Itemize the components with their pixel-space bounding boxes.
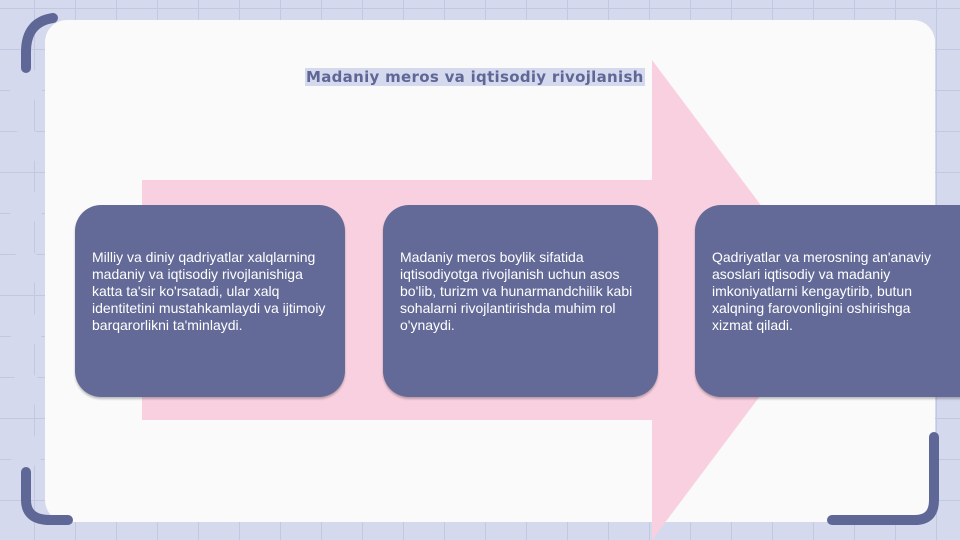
info-box-3: Qadriyatlar va merosning an'anaviy asosl… [695,205,960,397]
corner-bracket-top-left [21,13,58,73]
info-box-text: Milliy va diniy qadriyatlar xalqlarning … [92,249,326,333]
corner-bracket-bottom-left [21,467,73,525]
info-box-text: Madaniy meros boylik sifatida iqtisodiyo… [400,249,633,333]
info-box-text: Qadriyatlar va merosning an'anaviy asosl… [712,249,932,333]
info-box-2: Madaniy meros boylik sifatida iqtisodiyo… [383,205,658,397]
info-box-1: Milliy va diniy qadriyatlar xalqlarning … [75,205,345,397]
notebook-holes [9,68,43,468]
corner-bracket-bottom-right [827,432,939,525]
slide-title: Madaniy meros va iqtisodiy rivojlanish [305,68,645,86]
